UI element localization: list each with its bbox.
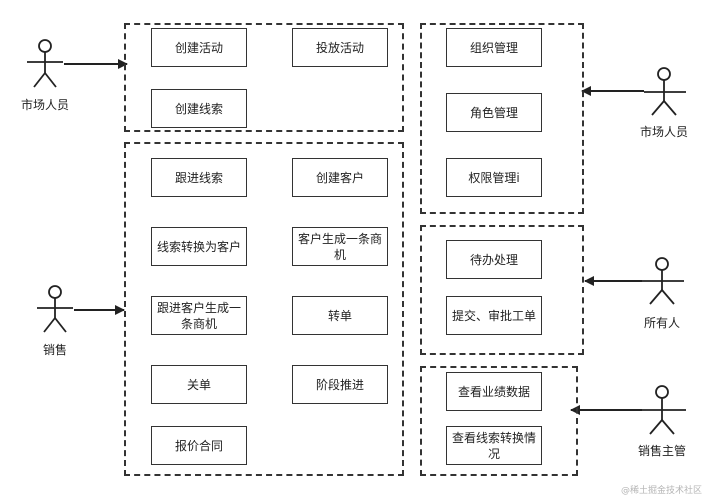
group-admin	[420, 23, 584, 214]
usecase-create-customer: 创建客户	[292, 158, 388, 197]
usecase-org-management: 组织管理	[446, 28, 542, 67]
actor-market-left-label: 市场人员	[20, 98, 69, 112]
actor-sales-label: 销售	[42, 343, 67, 357]
usecase-submit-approve: 提交、审批工单	[446, 296, 542, 335]
group-common	[420, 225, 584, 355]
actor-market-left-figure	[27, 39, 63, 88]
actor-sales-manager-figure	[642, 385, 686, 435]
usecase-create-activity: 创建活动	[151, 28, 247, 67]
actor-everyone-figure	[642, 257, 684, 305]
usecase-view-performance: 查看业绩数据	[446, 372, 542, 411]
actor-everyone-label: 所有人	[643, 316, 680, 330]
usecase-advance-stage: 阶段推进	[292, 365, 388, 404]
usecase-launch-activity: 投放活动	[292, 28, 388, 67]
watermark: @稀土掘金技术社区	[620, 486, 702, 496]
actor-market-right-label: 市场人员	[639, 125, 688, 139]
usecase-permission-management: 权限管理i	[446, 158, 542, 197]
usecase-transfer-order: 转单	[292, 296, 388, 335]
usecase-create-lead: 创建线索	[151, 89, 247, 128]
usecase-convert-lead: 线索转换为客户	[151, 227, 247, 266]
usecase-todo: 待办处理	[446, 240, 542, 279]
usecase-follow-lead: 跟进线索	[151, 158, 247, 197]
usecase-follow-customer-opportunity: 跟进客户生成一条商机	[151, 296, 247, 335]
actor-market-right-figure	[644, 67, 686, 116]
usecase-quote-contract: 报价合同	[151, 426, 247, 465]
usecase-close-order: 关单	[151, 365, 247, 404]
group-sales	[124, 142, 404, 476]
actor-sales-figure	[37, 285, 73, 333]
actor-sales-manager-label: 销售主管	[637, 444, 686, 458]
usecase-customer-opportunity: 客户生成一条商机	[292, 227, 388, 266]
usecase-view-lead-conversion: 查看线索转换情况	[446, 426, 542, 465]
group-manager	[420, 366, 578, 476]
group-marketing	[124, 23, 404, 132]
usecase-role-management: 角色管理	[446, 93, 542, 132]
